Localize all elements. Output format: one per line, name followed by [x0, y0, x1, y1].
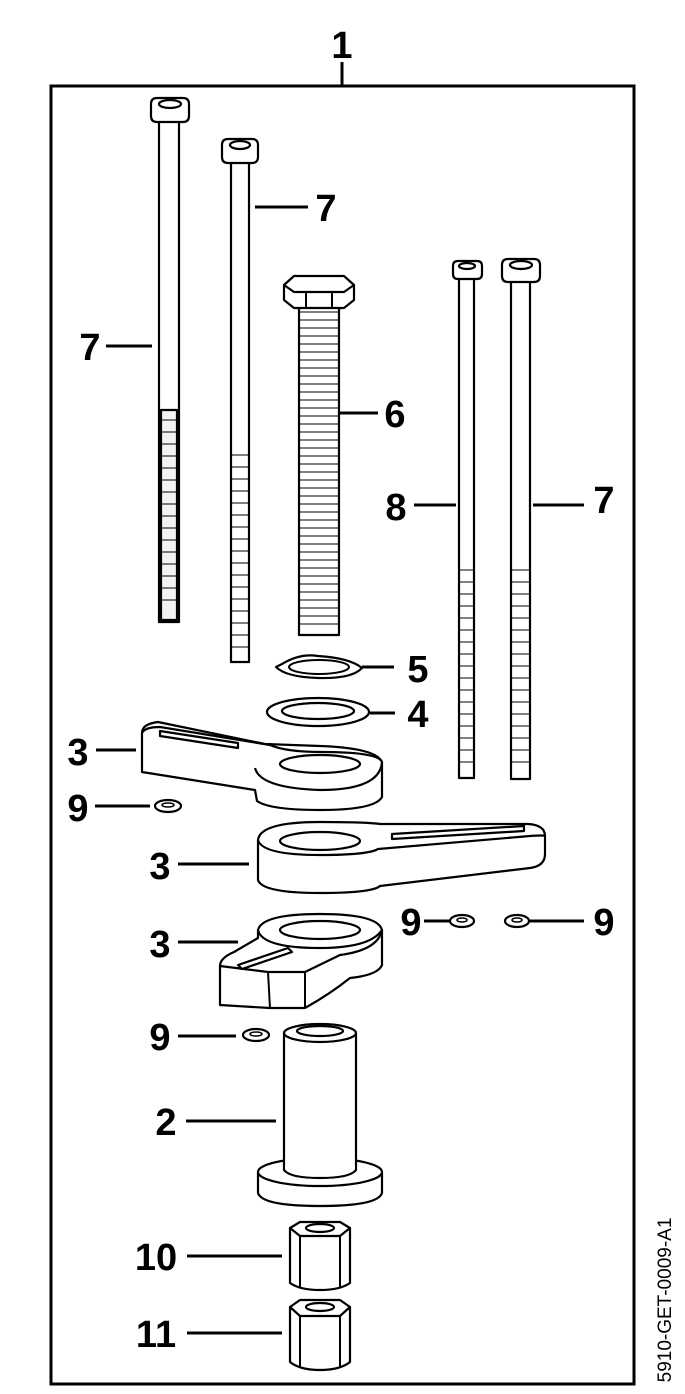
- screw-right: [500, 257, 542, 781]
- callout-screw-thin: 8: [385, 487, 406, 529]
- nut-upper: [288, 1220, 352, 1292]
- callout-hex-bolt: 6: [384, 394, 405, 436]
- callout-screw-right: 7: [593, 480, 614, 522]
- callout-nut-lower: 11: [136, 1314, 176, 1356]
- callout-nut-upper: 10: [135, 1237, 177, 1279]
- arm-upper: [140, 720, 384, 812]
- callout-arm-middle: 3: [149, 846, 170, 888]
- callout-arm-lower: 3: [149, 924, 170, 966]
- ring-mid-right-bore: [511, 917, 523, 923]
- ring-mid-left-bore: [456, 917, 468, 923]
- callout-ring-lower: 9: [149, 1017, 170, 1059]
- hex-bolt: [282, 274, 356, 637]
- snap-ring: [274, 654, 364, 680]
- figure-code: 5910-GET-0009-A1: [655, 1218, 676, 1383]
- callout-washer: 4: [407, 694, 428, 736]
- nut-lower: [288, 1298, 352, 1372]
- callout-ring-mid-left: 9: [400, 902, 421, 944]
- callout-arm-upper: 3: [67, 732, 88, 774]
- ring-lower-bore: [249, 1031, 263, 1037]
- arm-lower: [218, 912, 384, 1010]
- washer: [265, 696, 371, 728]
- ring-upper-bore: [161, 802, 175, 808]
- screw-thin: [451, 259, 484, 780]
- callout-snap-ring: 5: [407, 649, 428, 691]
- callout-screw-long-left: 7: [79, 327, 100, 369]
- callout-screw-long-mid: 7: [315, 188, 336, 230]
- sleeve: [256, 1022, 384, 1208]
- screw-long-left: [149, 96, 191, 624]
- callout-ring-mid-right: 9: [593, 902, 614, 944]
- screw-long-mid: [220, 137, 260, 664]
- callout-sleeve: 2: [155, 1102, 176, 1144]
- arm-middle: [256, 820, 547, 895]
- callout-ring-upper: 9: [67, 788, 88, 830]
- callout-kit: 1: [331, 25, 352, 67]
